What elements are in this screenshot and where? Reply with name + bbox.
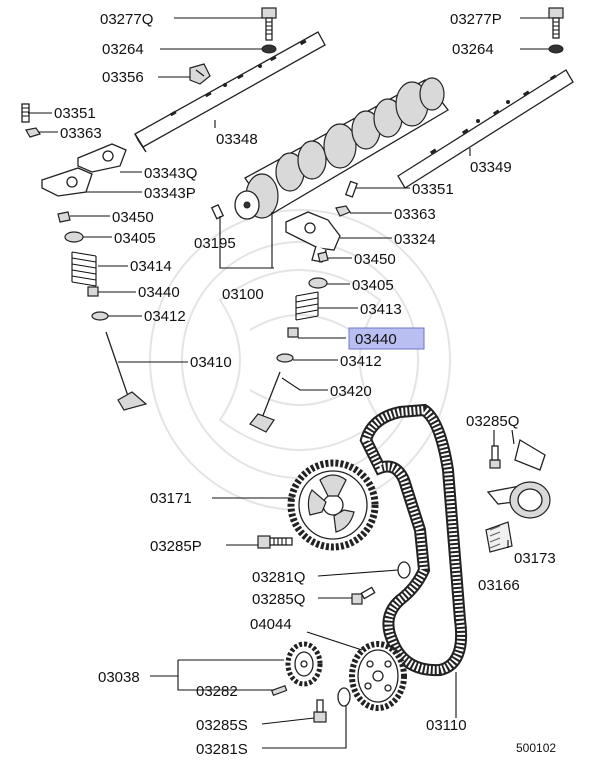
- label-03351-right[interactable]: 03351: [412, 181, 454, 198]
- bolt-03277Q: [261, 7, 277, 41]
- part-labels: 03277Q 03277P 03264 03264 03356 03351 03…: [54, 11, 556, 758]
- label-03281S[interactable]: 03281S: [196, 741, 248, 758]
- clip-03356: [189, 63, 211, 85]
- label-03285P[interactable]: 03285P: [150, 538, 202, 555]
- washer-03281S: [337, 687, 351, 707]
- label-04044[interactable]: 04044: [250, 616, 292, 633]
- adjusting-screw-03351-right: [344, 180, 358, 198]
- label-03264-left[interactable]: 03264: [102, 41, 144, 58]
- label-03356[interactable]: 03356: [102, 69, 144, 86]
- label-03410[interactable]: 03410: [190, 354, 232, 371]
- retainer-03405-left: [64, 231, 84, 243]
- spring-03414: [71, 251, 97, 287]
- rocker-arm-03343P: [41, 167, 93, 197]
- timing-belt-03110: [359, 403, 468, 677]
- cotter-03450-right: [317, 251, 329, 263]
- valve-03410: [105, 331, 148, 411]
- label-03285Q-bottom[interactable]: 03285Q: [252, 591, 305, 608]
- label-03281Q[interactable]: 03281Q: [252, 569, 305, 586]
- label-03420[interactable]: 03420: [330, 383, 372, 400]
- label-03195[interactable]: 03195: [194, 235, 236, 252]
- bolt-03285Q-bottom: [351, 586, 376, 605]
- highlight-box-03440[interactable]: [348, 327, 425, 350]
- label-03363-left[interactable]: 03363: [60, 125, 102, 142]
- label-03414[interactable]: 03414: [130, 258, 172, 275]
- label-03110[interactable]: 03110: [426, 717, 467, 734]
- label-03282[interactable]: 03282: [196, 683, 238, 700]
- washer-03264-right: [548, 44, 564, 54]
- seat-03412-right: [276, 353, 294, 363]
- rocker-arm-03343Q: [77, 143, 127, 173]
- spring-03413: [295, 291, 319, 321]
- label-03264-right[interactable]: 03264: [452, 41, 494, 58]
- label-03450-right[interactable]: 03450: [354, 251, 396, 268]
- tensioner-03173: [486, 438, 551, 519]
- label-03285Q-right[interactable]: 03285Q: [466, 413, 519, 430]
- reference-number: 500102: [516, 741, 556, 755]
- valve-03420: [249, 371, 281, 433]
- label-03100[interactable]: 03100: [222, 286, 264, 303]
- label-03038[interactable]: 03038: [98, 669, 140, 686]
- bolt-03285S: [313, 699, 327, 723]
- washer-03281Q: [397, 561, 411, 579]
- key-03282: [270, 684, 288, 696]
- washer-03264-left: [261, 44, 277, 54]
- label-03412-right[interactable]: 03412: [340, 353, 382, 370]
- label-03405-right[interactable]: 03405: [352, 277, 394, 294]
- label-03285S[interactable]: 03285S: [196, 717, 248, 734]
- label-03440-right[interactable]: 03440: [355, 331, 397, 348]
- bolt-03285P: [257, 535, 293, 549]
- label-03173[interactable]: 03173: [514, 550, 556, 567]
- label-03324[interactable]: 03324: [394, 231, 436, 248]
- pin-03195: [210, 204, 225, 220]
- label-03413[interactable]: 03413: [360, 301, 402, 318]
- label-03440-left[interactable]: 03440: [138, 284, 180, 301]
- label-03343P[interactable]: 03343P: [144, 185, 196, 202]
- rocker-shaft-left: [134, 31, 326, 153]
- label-03348[interactable]: 03348: [216, 131, 258, 148]
- label-03171[interactable]: 03171: [150, 490, 192, 507]
- label-03351-left[interactable]: 03351: [54, 105, 96, 122]
- camshaft-sprocket-03171: [287, 459, 379, 551]
- bolt-03285Q-right: [489, 445, 501, 469]
- crank-sprocket-03038: [285, 641, 323, 687]
- adjusting-screw-03351-left: [21, 103, 30, 123]
- label-03349[interactable]: 03349: [470, 159, 512, 176]
- leader-lines: [28, 17, 549, 749]
- seal-03440-right: [287, 327, 299, 338]
- cotter-03450-left: [57, 211, 71, 223]
- seal-03440-left: [87, 286, 99, 297]
- label-03277P[interactable]: 03277P: [450, 11, 502, 28]
- bolt-03277P: [548, 7, 564, 39]
- label-03412-left[interactable]: 03412: [144, 308, 186, 325]
- seat-03412-left: [91, 311, 109, 321]
- label-03277Q[interactable]: 03277Q: [100, 11, 153, 28]
- label-03450-left[interactable]: 03450: [112, 209, 154, 226]
- crank-pulley-04044: [349, 641, 407, 711]
- rocker-shaft-right: [397, 69, 574, 189]
- label-03343Q[interactable]: 03343Q: [144, 165, 197, 182]
- nut-03363-right: [335, 205, 351, 217]
- label-03166[interactable]: 03166: [478, 577, 520, 594]
- camshaft-03100: [234, 77, 449, 220]
- rocker-arm-03324: [285, 211, 341, 263]
- label-03405-left[interactable]: 03405: [114, 230, 156, 247]
- retainer-03405-right: [308, 277, 328, 289]
- label-03363-right[interactable]: 03363: [394, 206, 436, 223]
- tensioner-spring-03166: [485, 521, 513, 553]
- nut-03363-left: [25, 127, 41, 138]
